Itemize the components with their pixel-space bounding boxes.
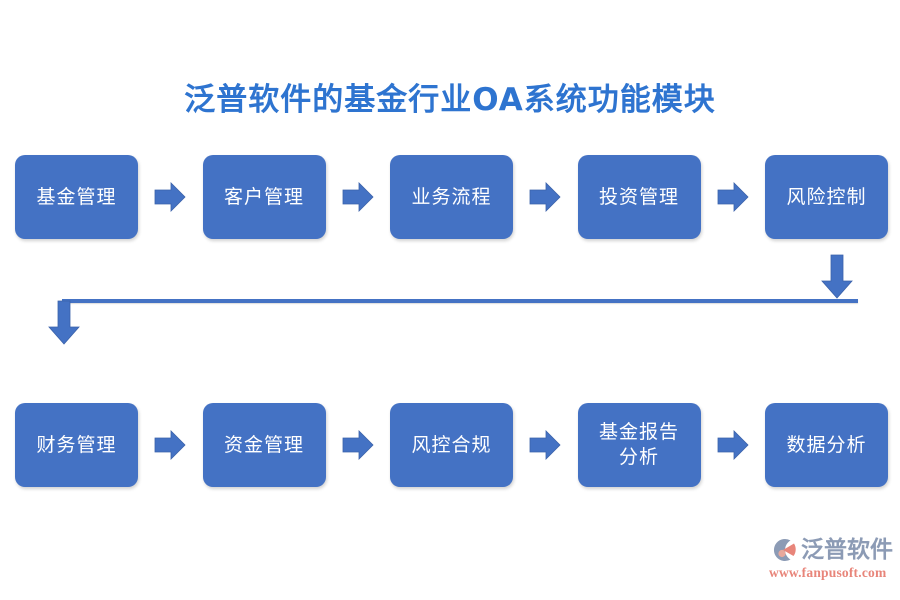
wrap-connector-line xyxy=(62,299,858,303)
page-title: 泛普软件的基金行业OA系统功能模块 xyxy=(184,82,716,118)
flow-node-fund-report-analysis[interactable]: 基金报告 分析 xyxy=(577,403,701,487)
logo-brand-text: 泛普软件 xyxy=(801,537,893,563)
arrow-right-icon xyxy=(154,180,186,214)
arrow-right-icon xyxy=(717,180,749,214)
arrow-right-icon xyxy=(342,180,374,214)
flow-node-risk-control[interactable]: 风险控制 xyxy=(765,155,888,239)
arrow-right-icon xyxy=(154,428,186,462)
flow-row-1: 基金管理 客户管理 业务流程 投资管理 xyxy=(15,155,888,239)
flow-node-label: 基金报告 分析 xyxy=(598,421,679,468)
flow-node-customer-management[interactable]: 客户管理 xyxy=(202,155,326,239)
flow-node-label: 风控合规 xyxy=(411,433,492,456)
arrow-right-icon xyxy=(529,428,561,462)
arrow-right-icon xyxy=(342,428,374,462)
logo-brand-row: 泛普软件 xyxy=(768,534,894,566)
flow-node-label: 业务流程 xyxy=(411,185,492,208)
flow-node-label: 基金管理 xyxy=(36,185,117,208)
logo-url-text: www.fanpusoft.com xyxy=(769,565,887,580)
flow-node-investment-management[interactable]: 投资管理 xyxy=(577,155,701,239)
flow-node-business-process[interactable]: 业务流程 xyxy=(390,155,513,239)
flow-node-finance-management[interactable]: 财务管理 xyxy=(15,403,138,487)
arrow-right-icon xyxy=(717,428,749,462)
fanpu-circle-icon xyxy=(768,535,798,565)
arrow-down-icon xyxy=(47,300,81,345)
flow-node-label: 资金管理 xyxy=(223,433,304,456)
flow-node-label: 数据分析 xyxy=(786,433,867,456)
flow-node-fund-management[interactable]: 基金管理 xyxy=(15,155,138,239)
flow-node-label: 投资管理 xyxy=(598,185,679,208)
flow-node-label: 财务管理 xyxy=(36,433,117,456)
flow-node-label: 风险控制 xyxy=(786,185,867,208)
flow-node-capital-management[interactable]: 资金管理 xyxy=(202,403,326,487)
flow-node-label: 客户管理 xyxy=(223,185,304,208)
arrow-right-icon xyxy=(529,180,561,214)
flow-row-2: 财务管理 资金管理 风控合规 基金报告 分析 xyxy=(15,403,888,487)
flow-node-data-analysis[interactable]: 数据分析 xyxy=(765,403,888,487)
arrow-down-icon xyxy=(820,254,854,299)
fanpu-logo: 泛普软件 www.fanpusoft.com xyxy=(768,534,894,586)
flow-node-risk-compliance[interactable]: 风控合规 xyxy=(390,403,513,487)
